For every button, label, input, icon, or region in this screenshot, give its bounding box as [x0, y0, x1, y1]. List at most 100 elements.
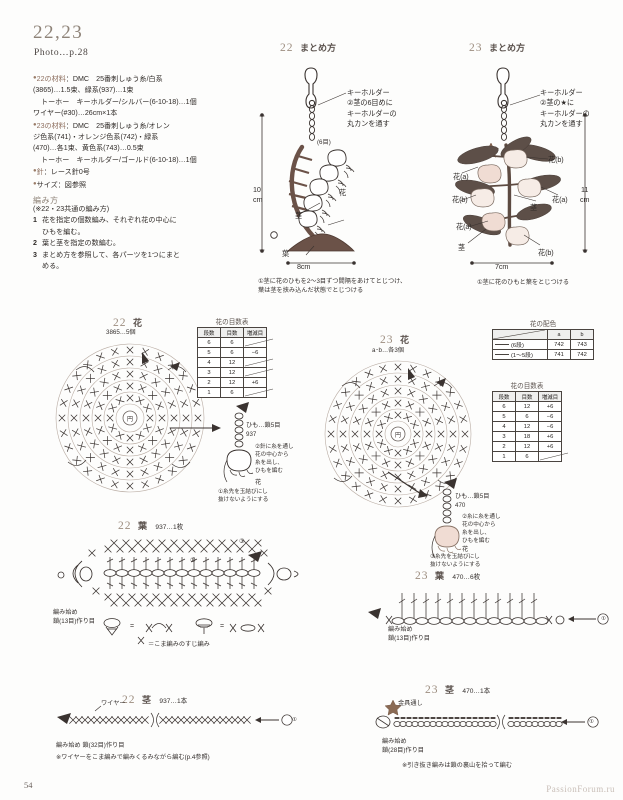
stitch-x-symbol [213, 716, 221, 724]
stitch-x-symbol [218, 539, 226, 547]
cell-stitches: 12 [220, 377, 244, 388]
stitch-x-symbol [135, 716, 143, 724]
stitch-x-symbol [140, 467, 149, 477]
stitch-bar-tick [226, 582, 234, 587]
bullet-icon: ● [33, 180, 37, 187]
stitch-x-symbol [164, 545, 172, 553]
stitch-x-symbol [83, 400, 93, 409]
stitch-x-symbol [112, 371, 121, 381]
flower-bottom-ruffle [437, 545, 462, 553]
stitch-x-symbol [354, 468, 364, 478]
assembly-22-kana: まとめ方 [299, 43, 336, 53]
row-arrow-head [255, 717, 261, 723]
label-stem-22: 茎 [295, 211, 303, 220]
material-23-line-1: ジ色系(741)・オレンジ色系(742)・緑系 [33, 133, 159, 142]
stitch-x-symbol [403, 445, 412, 455]
material-22-line-3: ワイヤー(#30)…26cm×1本 [33, 109, 118, 118]
stitch-x-symbol [155, 352, 164, 362]
stitch-x-symbol [186, 384, 196, 393]
dim-width-22: 8cm [297, 262, 311, 271]
wire-leader-line [94, 705, 102, 712]
stitch-bar-tick [214, 558, 222, 563]
material-23-line-1-row: ジ色系(741)・オレンジ色系(742)・緑系 [33, 132, 241, 143]
stitch-x-symbol [92, 587, 100, 595]
stitch-x-symbol [421, 477, 430, 487]
stitch-x-symbol [428, 454, 438, 464]
chain-icon [308, 105, 316, 141]
stitch-x-symbol [161, 439, 171, 449]
stitch-x-symbol [151, 449, 161, 459]
stitch-x-symbol [139, 455, 148, 465]
stitch-x-symbol [123, 716, 131, 724]
stitch-x-symbol [167, 427, 177, 436]
stitch-x-symbol [375, 430, 383, 438]
label-cord-23: ひも…鎖5目 [455, 493, 490, 500]
cell-color-code: 742 [570, 349, 594, 360]
stitch-x-symbol [105, 716, 113, 724]
label-thread-22: 937 [246, 431, 257, 438]
stitch-x-symbol [82, 414, 90, 422]
stitch-x-symbol [461, 430, 469, 438]
cell-change: +6 [538, 401, 562, 412]
stitch-x-symbol [77, 385, 86, 395]
chain-icon [500, 105, 508, 141]
photo-reference: Photo…p.28 [34, 48, 89, 58]
stem-23-sub: 470…1本 [462, 688, 491, 695]
stitch-x-symbol [140, 545, 148, 553]
stitch-x-symbol [421, 381, 430, 391]
stitch-x-symbol [140, 593, 148, 601]
stitch-x-symbol [179, 428, 189, 437]
stitch-bar-tick [226, 558, 234, 563]
stitch-x-symbol [340, 415, 349, 424]
flower-23-sub: a･b…各3個 [372, 347, 404, 354]
stitch-x-symbol [81, 716, 89, 724]
stem-23-number: 23 [425, 684, 439, 696]
stem-22-row-mark: ① [292, 717, 297, 723]
stitch-bar-tick [130, 582, 138, 587]
material-22-line-2: トーホー キーホルダー/シルバー(6-10-18)…1個 [41, 97, 197, 106]
start-point-marker [57, 571, 65, 579]
cell-row: 3 [197, 367, 221, 378]
table-header-row: 段数 目数 増減目 [492, 391, 562, 402]
leaf-22-stitch-chart [57, 539, 299, 607]
row-arrow-head [568, 616, 574, 622]
stitch-x-symbol [381, 458, 391, 467]
stitch-x-symbol [212, 545, 220, 553]
chain-stitch-symbol [531, 721, 539, 727]
stitch-x-symbol [104, 593, 112, 601]
row-arrow-head [561, 719, 567, 725]
foundation-chain [103, 569, 261, 577]
stitch-x-symbol [148, 390, 158, 400]
stitch-x-symbol [201, 716, 209, 724]
stitch-x-symbol [394, 363, 402, 371]
chain-stitch-symbol [435, 721, 443, 727]
stitch-x-symbol [242, 599, 250, 607]
stitch-x-symbol [85, 453, 95, 463]
stitch-x-symbol [153, 462, 163, 471]
stitch-x-symbol [447, 415, 456, 424]
chain-stitch-symbol [537, 721, 545, 727]
howto-step-num: 3 [33, 250, 37, 259]
material-item-22: ●22の材料：DMC 25番刺しゅう糸/白系 [33, 73, 241, 85]
chain-stitch-symbol [405, 721, 413, 727]
chart-center-ring [390, 426, 406, 442]
stitch-x-symbol [134, 599, 142, 607]
stitch-bar-tick [518, 598, 526, 604]
chain-stitch-column [234, 412, 244, 448]
stitch-x-symbol [167, 466, 177, 476]
note1-cord-23: ③糸先を玉結びにし 抜けないようにする [430, 554, 481, 568]
assembly-22-number: 22 [280, 42, 294, 54]
stitch-x-symbol [165, 373, 175, 383]
chain-stitch-symbol [465, 721, 473, 727]
stitch-x-symbol [231, 716, 239, 724]
assembly-23-kana: まとめ方 [488, 43, 525, 53]
stitch-bar-tick [190, 582, 198, 587]
assembly-23-heading: 23 まとめ方 [469, 38, 525, 56]
stitch-bar-tick [202, 558, 210, 563]
stitch-x-symbol [212, 593, 220, 601]
material-22-line-3-row: ワイヤー(#30)…26cm×1本 [33, 108, 241, 119]
